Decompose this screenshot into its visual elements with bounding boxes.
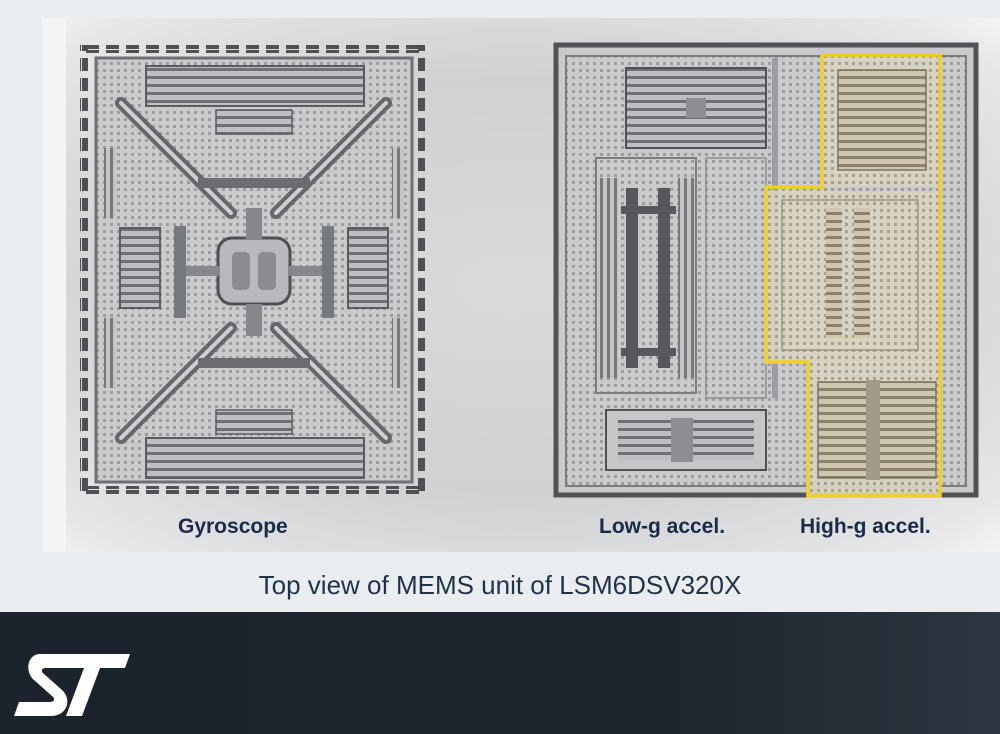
mems-micrograph [66, 18, 1000, 552]
mems-figure: Gyroscope Low-g accel. High-g accel. [42, 18, 1000, 552]
gyroscope-die [80, 45, 426, 494]
gyroscope-label: Gyroscope [178, 515, 288, 538]
accelerometer-die [553, 42, 979, 498]
high-g-accel-label: High-g accel. [800, 515, 931, 538]
top-strip [0, 0, 1000, 18]
footer-bar [0, 612, 1000, 734]
low-g-accel-label: Low-g accel. [599, 515, 726, 538]
st-logo-icon [12, 652, 132, 723]
figure-caption: Top view of MEMS unit of LSM6DSV320X [258, 570, 742, 600]
